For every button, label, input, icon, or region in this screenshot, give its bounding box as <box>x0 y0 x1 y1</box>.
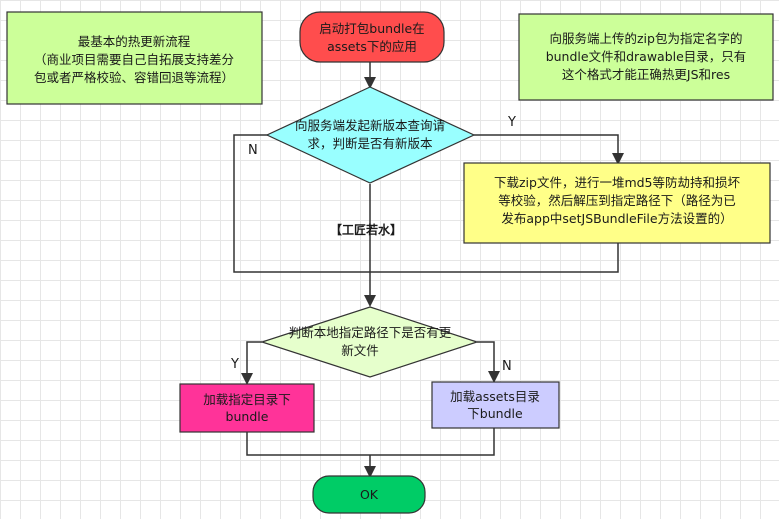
ok-node-box <box>312 475 426 514</box>
load-assets-node-line-1: 加载assets目录 <box>450 389 540 404</box>
note-left: 最基本的热更新流程 （商业项目需要自己自拓展支持差分 包或者严格校验、容错回退等… <box>6 11 263 105</box>
start-node: 启动打包bundle在 assets下的应用 <box>299 11 445 63</box>
edge-label-no-1: N <box>248 143 258 158</box>
download-node: 下载zip文件，进行一堆md5等防劫持和损坏 等校验，然后解压到指定路径下（路径… <box>463 162 771 244</box>
note-left-line-3: 包或者严格校验、容错回退等流程） <box>34 70 234 85</box>
edge-yes-to-download <box>474 134 624 165</box>
ok-node: OK <box>312 475 426 514</box>
load-assets-node-box <box>431 381 560 429</box>
edge-label-yes-1: Y <box>507 115 516 130</box>
decision-local-file-shape <box>260 306 479 378</box>
edge-download-to-merge <box>370 243 619 273</box>
edge-load-assets-to-ok <box>370 428 495 456</box>
load-assets-node: 加载assets目录 下bundle <box>431 381 560 429</box>
start-node-line-2: assets下的应用 <box>327 39 417 54</box>
load-specified-node: 加载指定目录下 bundle <box>179 383 315 433</box>
download-node-line-2: 等校验，然后解压到指定路径下（路径为已 <box>498 193 736 208</box>
download-node-box <box>463 162 771 244</box>
start-node-box <box>299 11 445 63</box>
edge-label-yes-2: Y <box>230 357 239 372</box>
edge-label-no-2: N <box>502 359 512 374</box>
edge-load-specified-to-ok <box>246 432 370 456</box>
download-node-line-3: 发布app中setJSBundleFile方法设置的） <box>501 211 732 226</box>
watermark-label: 【工匠若水】 <box>330 222 402 237</box>
load-specified-node-box <box>179 383 315 433</box>
decision-new-version: 向服务端发起新版本查询请 求，判断是否有新版本 <box>265 86 476 184</box>
note-left-line-1: 最基本的热更新流程 <box>78 34 191 49</box>
load-specified-node-line-1: 加载指定目录下 <box>203 392 291 407</box>
connectors <box>233 62 624 478</box>
note-right-line-1: 向服务端上传的zip包为指定名字的 <box>550 31 743 46</box>
decision-local-file-line-2: 新文件 <box>341 343 379 358</box>
decision-local-file: 判断本地指定路径下是否有更 新文件 <box>260 306 479 378</box>
download-node-line-1: 下载zip文件，进行一堆md5等防劫持和损坏 <box>494 175 741 190</box>
start-node-line-1: 启动打包bundle在 <box>319 21 424 36</box>
edge-no-to-load-assets <box>477 341 500 383</box>
edge-no-bypass <box>233 134 370 273</box>
load-assets-node-line-2: 下bundle <box>467 406 523 421</box>
decision-new-version-line-1: 向服务端发起新版本查询请 <box>295 118 445 133</box>
note-right-box <box>518 13 774 101</box>
note-right: 向服务端上传的zip包为指定名字的 bundle文件和drawable目录，只有… <box>518 13 774 101</box>
load-specified-node-line-2: bundle <box>226 409 269 424</box>
ok-node-label: OK <box>360 487 379 502</box>
decision-local-file-line-1: 判断本地指定路径下是否有更 <box>289 325 452 340</box>
note-left-box <box>6 11 263 105</box>
edge-yes-to-load-specified <box>241 341 262 385</box>
note-right-line-3: 这个格式才能正确热更JS和res <box>562 67 730 82</box>
decision-new-version-line-2: 求，判断是否有新版本 <box>307 136 433 151</box>
note-left-line-2: （商业项目需要自己自拓展支持差分 <box>34 52 234 67</box>
note-right-line-2: bundle文件和drawable目录，只有 <box>546 49 747 64</box>
decision-new-version-shape <box>265 86 476 184</box>
